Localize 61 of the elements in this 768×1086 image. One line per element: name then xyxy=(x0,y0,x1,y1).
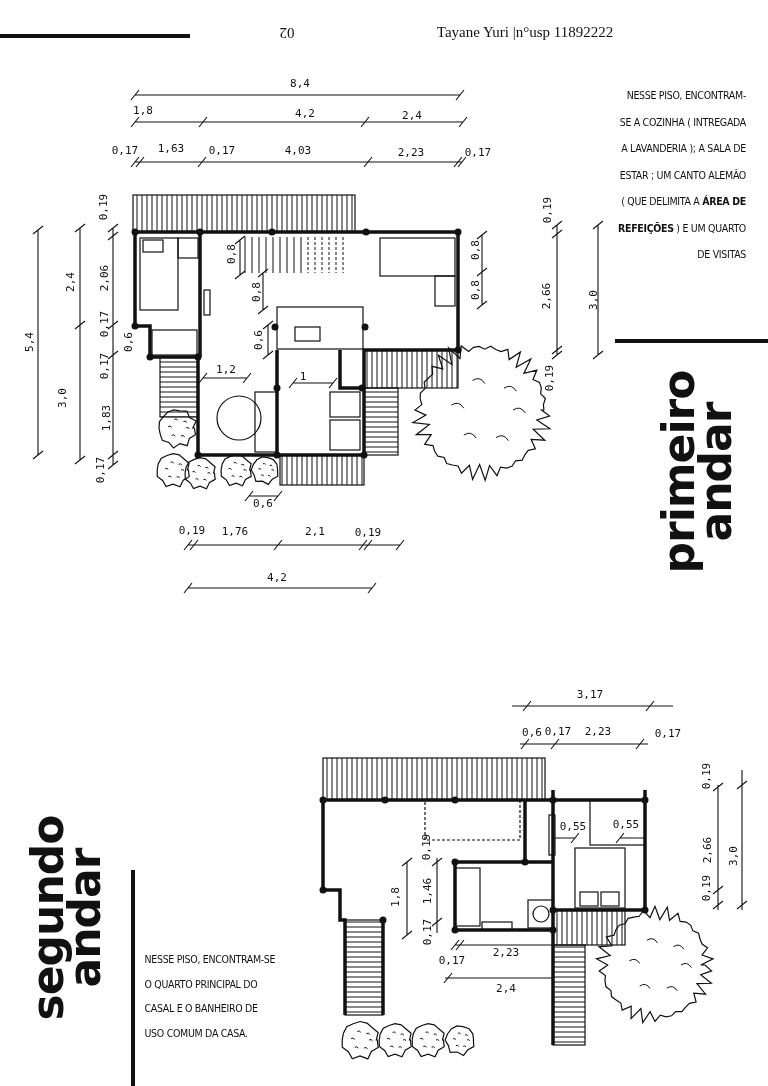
dimension-value: 0,17 xyxy=(98,310,110,338)
dimension-value: 3,0 xyxy=(587,290,599,310)
dimension-value: 0,17 xyxy=(544,725,572,737)
dimension-value: 1 xyxy=(299,370,307,382)
dimension-value: 0,55 xyxy=(612,818,640,830)
dimension-value: 2,23 xyxy=(492,946,520,958)
dimension-value: 0,6 xyxy=(522,726,542,738)
dimension-value: 0,8 xyxy=(469,240,481,260)
dimension-value: 1,63 xyxy=(157,142,185,154)
dimension-value: 5,4 xyxy=(23,332,35,352)
dimension-value: 1,83 xyxy=(100,404,112,432)
dimension-value: 2,66 xyxy=(701,836,713,864)
dimension-value: 0,8 xyxy=(225,244,237,264)
dimension-value: 0,19 xyxy=(543,364,555,392)
dimension-value: 0,19 xyxy=(700,874,712,902)
dimension-value: 0,6 xyxy=(253,497,273,509)
dimension-value: 4,03 xyxy=(284,144,312,156)
dimension-value: 0,17 xyxy=(94,456,106,484)
dimension-value: 0,17 xyxy=(654,727,682,739)
dimension-value: 2,4 xyxy=(496,982,516,994)
dimension-value: 0,8 xyxy=(469,280,481,300)
dimension-value: 0,19 xyxy=(354,526,382,538)
dimension-value: 0,17 xyxy=(464,146,492,158)
dimension-value: 3,17 xyxy=(576,688,604,700)
dimension-value: 0,17 xyxy=(208,144,236,156)
dimension-value: 1,8 xyxy=(389,887,401,907)
dimension-value: 4,2 xyxy=(267,571,287,583)
page-number: 02 xyxy=(279,24,295,40)
dimension-value: 3,0 xyxy=(56,388,68,408)
dimension-value: 2,06 xyxy=(98,264,110,292)
dimension-value: 0,17 xyxy=(421,918,433,946)
dimension-value: 4,2 xyxy=(295,107,315,119)
dimension-value: 0,19 xyxy=(178,524,206,536)
dimension-value: 0,19 xyxy=(541,196,553,224)
dimension-value: 1,2 xyxy=(216,363,236,375)
dimension-value: 0,55 xyxy=(559,820,587,832)
dimension-value: 2,23 xyxy=(397,146,425,158)
dimension-value: 8,4 xyxy=(290,77,310,89)
description-text: NESSE PISO, ENCONTRAM-SE O QUARTO PRINCIPAL DO CASAL E O BANHEIRO DE USO COMUM DA CASA. xyxy=(144,952,277,1041)
dimension-value: 0,6 xyxy=(252,330,264,350)
floor-heading: segundo andar xyxy=(28,815,104,1021)
dimension-value: 0,19 xyxy=(700,762,712,790)
dimension-value: 1,76 xyxy=(221,525,249,537)
dimension-value: 1,8 xyxy=(133,104,153,116)
dimension-value: 1,46 xyxy=(421,877,433,905)
dimension-value: 0,19 xyxy=(97,193,109,221)
dimension-value: 2,4 xyxy=(64,272,76,292)
dimension-value: 0,8 xyxy=(250,282,262,302)
dimension-value: 3,0 xyxy=(727,846,739,866)
dimension-value: 0,17 xyxy=(111,144,139,156)
dimension-value: 2,4 xyxy=(402,109,422,121)
dimension-value: 0,19 xyxy=(420,833,432,861)
author-credit: Tayane Yuri |n°usp 11892222 xyxy=(436,24,614,40)
dimension-value: 2,1 xyxy=(305,525,325,537)
floor-heading: primeiro andar xyxy=(659,369,735,575)
dimension-value: 0,17 xyxy=(98,352,110,380)
description-text: NESSE PISO, ENCONTRAM-SE A COZINHA ( INTREGADA A LAVANDERIA ); A SALA DE ESTAR ; UM CANTO ALEMÃO ( QUE DELIMITA A ÁREA DE REFEIÇÕES ) E UM QUARTO DE VISITAS xyxy=(618,88,746,263)
dimension-value: 2,23 xyxy=(584,725,612,737)
dimension-value: 0,6 xyxy=(122,332,134,352)
dimension-value: 2,66 xyxy=(540,282,552,310)
dimension-value: 0,17 xyxy=(438,954,466,966)
